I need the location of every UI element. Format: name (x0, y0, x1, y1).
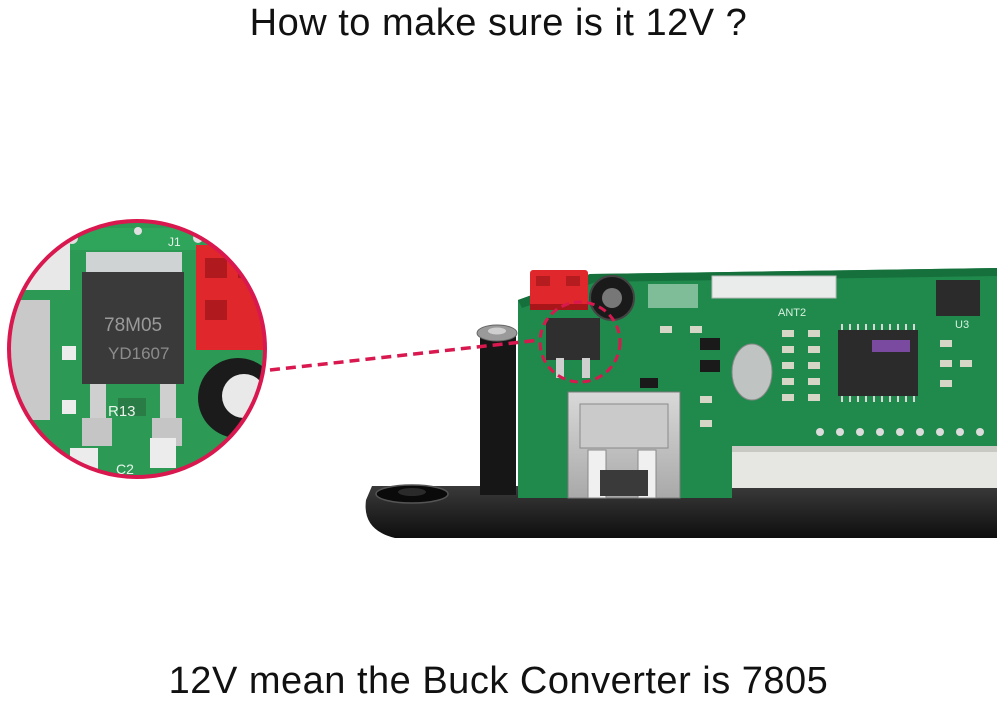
red-connector (530, 270, 588, 310)
r13-label: R13 (108, 403, 136, 420)
c2-label: C2 (116, 461, 134, 477)
pointer-line (269, 338, 541, 372)
main-ic (838, 330, 918, 396)
headline: How to make sure is it 12V ? (249, 2, 748, 44)
usb-port (567, 391, 681, 499)
mp3-module: ANT2 U3 (365, 268, 997, 538)
j1-label: J1 (168, 235, 181, 249)
white-strip (732, 446, 997, 488)
white-connector (711, 275, 837, 299)
board-highlight-circle (538, 300, 622, 384)
chip-marking-line1: 78M05 (104, 315, 162, 336)
u3-label: U3 (955, 319, 969, 331)
footer-caption: 12V mean the Buck Converter is 7805 (168, 660, 829, 702)
zoom-border-circle (7, 219, 267, 479)
chip-marking-line2: YD1607 (108, 344, 169, 363)
onboard-regulator (546, 318, 600, 360)
crystal (731, 343, 773, 401)
ant2-label: ANT2 (778, 307, 806, 319)
small-ic (936, 280, 980, 316)
support-post (480, 335, 516, 495)
front-panel-base (365, 486, 997, 538)
zoom-detail: 78M05 YD1607 R13 C2 J1 (7, 219, 267, 479)
